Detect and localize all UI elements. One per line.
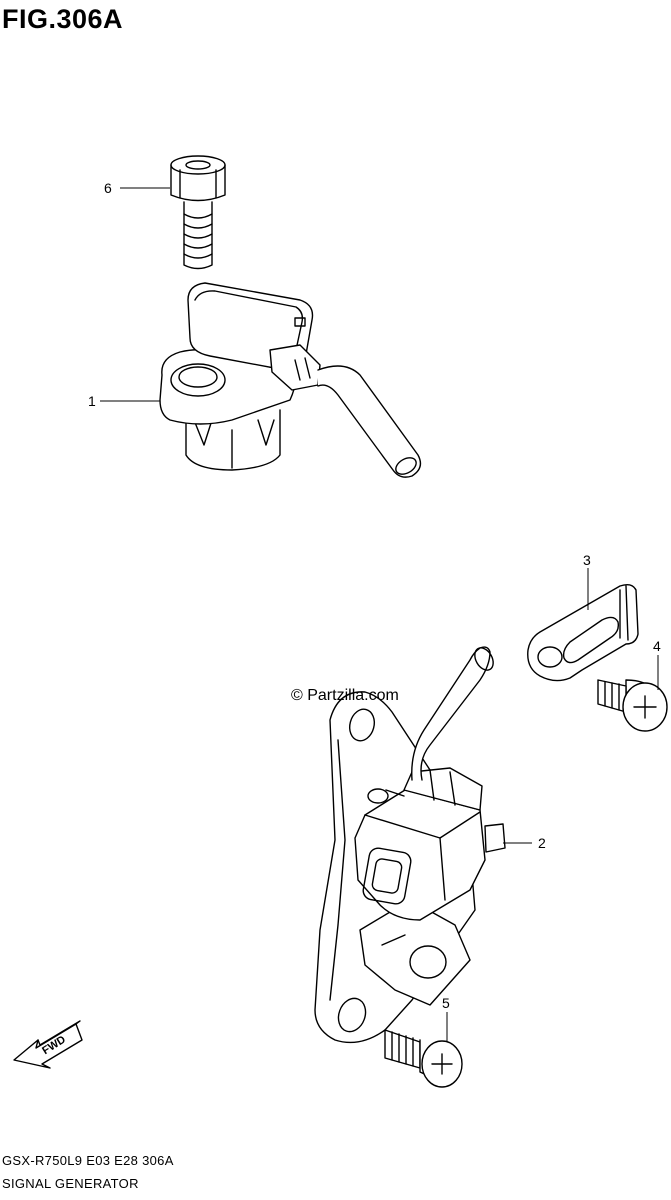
signal-generator-part-2[interactable] <box>314 645 506 1044</box>
callout-4[interactable]: 4 <box>653 638 661 654</box>
bolt-part-6[interactable] <box>170 155 226 270</box>
callout-1[interactable]: 1 <box>88 393 96 409</box>
fwd-arrow-icon <box>13 1020 83 1069</box>
footer-section-name: SIGNAL GENERATOR <box>2 1176 139 1191</box>
figure-title: FIG.306A <box>2 4 124 34</box>
footer-model-line: GSX-R750L9 E03 E28 306A <box>2 1153 174 1168</box>
callout-3[interactable]: 3 <box>583 552 591 568</box>
callout-5[interactable]: 5 <box>442 995 450 1011</box>
callout-2[interactable]: 2 <box>538 835 546 851</box>
callout-6[interactable]: 6 <box>104 180 112 196</box>
screw-part-5[interactable] <box>384 1029 463 1088</box>
sensor-part-1[interactable] <box>159 282 422 478</box>
bracket-plate-part-3[interactable] <box>527 583 639 682</box>
watermark: © Partzilla.com <box>291 687 399 704</box>
screw-part-4[interactable] <box>597 679 668 732</box>
